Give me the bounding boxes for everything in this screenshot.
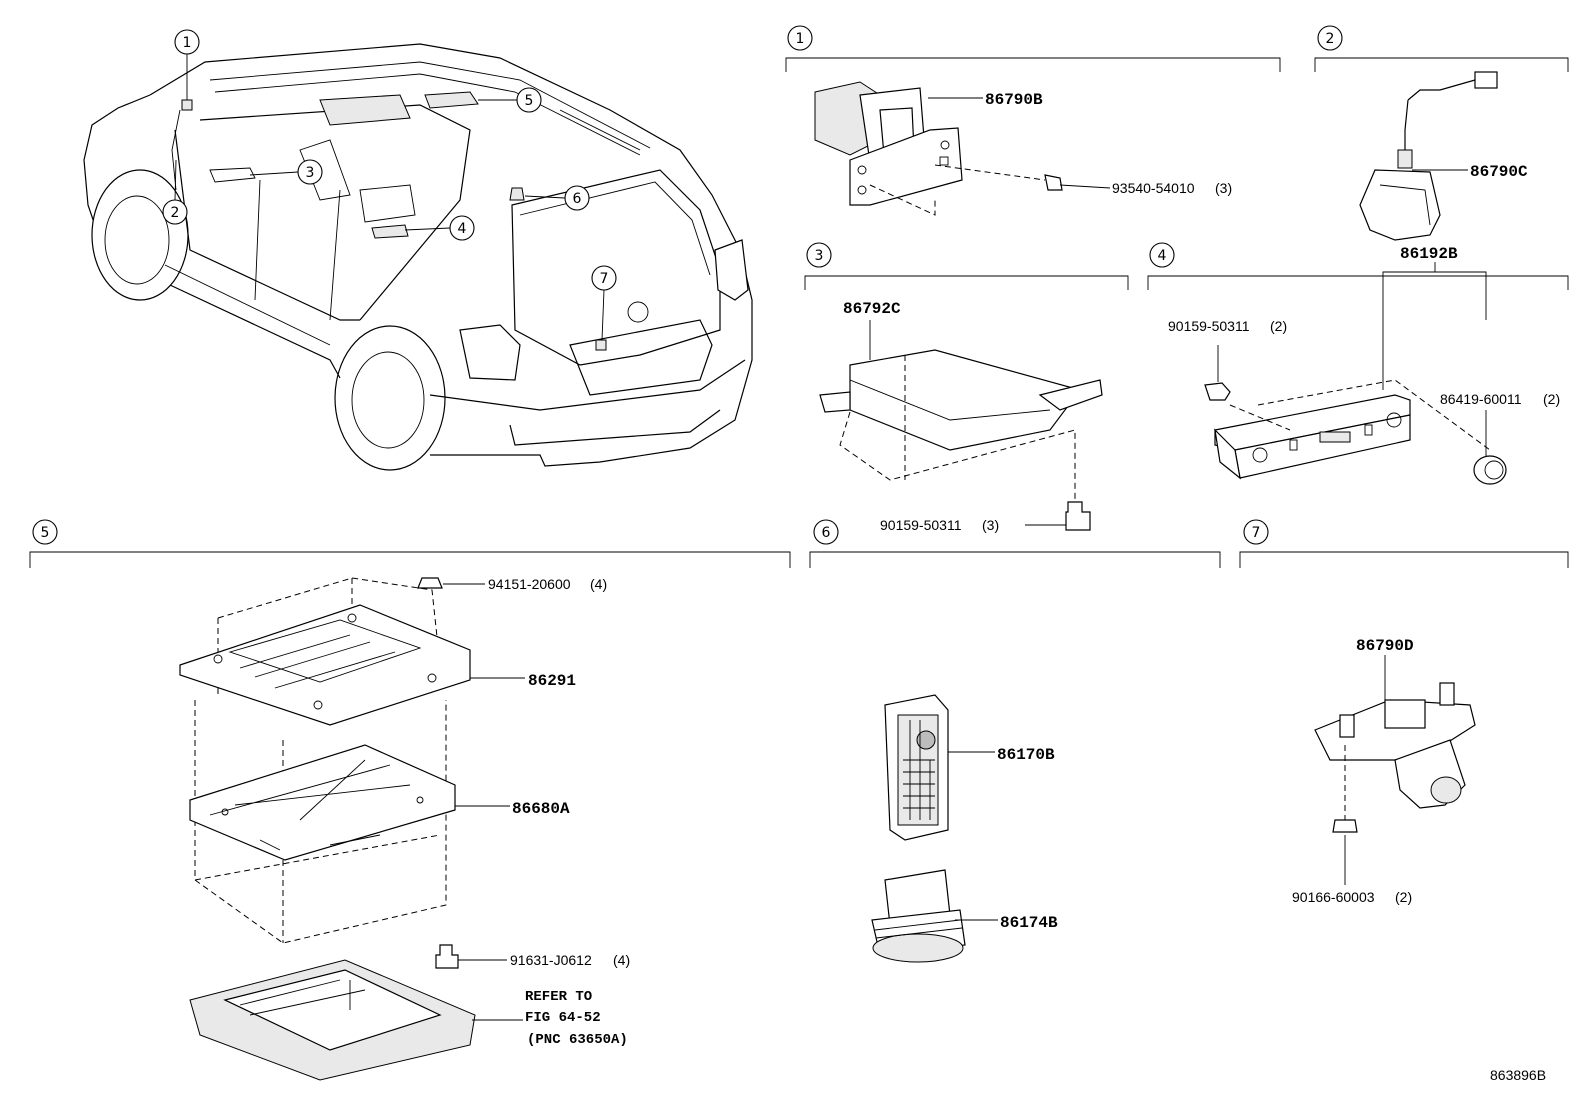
svg-text:91631-J0612: 91631-J0612 — [510, 952, 592, 968]
section-1-number: 1 — [796, 31, 805, 47]
section-3-marker — [806, 242, 832, 268]
part-91631-j0612[interactable]: 91631-J0612 (4) — [435, 944, 630, 969]
section-2: 2 86790C — [1314, 25, 1569, 241]
section-5-bracket — [29, 551, 791, 568]
svg-text:FIG 64-52: FIG 64-52 — [525, 1010, 601, 1026]
svg-text:86680A: 86680A — [512, 800, 570, 818]
part-86170b[interactable]: 86170B — [948, 746, 1055, 764]
svg-text:(3): (3) — [1215, 180, 1232, 196]
overview-callout-1[interactable]: 1 — [174, 29, 200, 100]
part-86174b[interactable]: 86174B — [955, 914, 1058, 932]
part-94151-20600[interactable]: 94151-20600 (4) — [417, 576, 607, 592]
section-7-number: 7 — [1252, 525, 1261, 541]
svg-text:1: 1 — [183, 35, 192, 51]
overview-callout-3[interactable]: 3 — [249, 159, 323, 185]
svg-text:7: 7 — [600, 271, 609, 287]
switch-86192b-drawing — [1214, 379, 1491, 480]
svg-text:93540-54010: 93540-54010 — [1112, 180, 1195, 196]
part-86790c[interactable]: 86790C — [1412, 163, 1528, 181]
tray-86680a-drawing — [189, 744, 456, 861]
part-86680a[interactable]: 86680A — [455, 800, 570, 818]
part-86192b[interactable]: 86192B — [1382, 245, 1487, 390]
vehicle-overview: 1 2 3 4 5 6 7 — [83, 29, 753, 471]
console-housing-drawing — [189, 959, 476, 1081]
section-5-marker — [32, 519, 58, 545]
part-86790b[interactable]: 86790B — [928, 91, 1043, 109]
svg-text:86790C: 86790C — [1470, 163, 1528, 181]
svg-text:(2): (2) — [1395, 889, 1412, 905]
svg-text:90166-60003: 90166-60003 — [1292, 889, 1375, 905]
overview-callout-4[interactable]: 4 — [404, 215, 475, 241]
overview-callout-5[interactable]: 5 — [478, 87, 542, 113]
svg-text:(2): (2) — [1270, 318, 1287, 334]
section-1-marker — [787, 25, 813, 51]
section-4-bracket — [1147, 275, 1569, 290]
overview-callout-7[interactable]: 7 — [591, 265, 617, 341]
section-6-marker — [813, 519, 839, 545]
svg-text:(PNC 63650A): (PNC 63650A) — [527, 1032, 628, 1048]
svg-text:5: 5 — [525, 93, 534, 109]
part-86291[interactable]: 86291 — [470, 672, 576, 690]
svg-text:(3): (3) — [982, 517, 999, 533]
figure-code: 863896B — [1490, 1067, 1546, 1083]
section-3: 3 86792C 90159-50311 (3) — [804, 242, 1129, 533]
section-4-number: 4 — [1158, 248, 1167, 264]
section-7: 7 86790D 90166-60003 (2) — [1239, 519, 1569, 905]
section-6-number: 6 — [822, 525, 831, 541]
camera-86790d-drawing — [1314, 682, 1476, 820]
section-1: 1 86790B 93540-54010 (3) — [785, 25, 1281, 216]
section-5: 5 94151-20600 (4) 86291 — [29, 519, 791, 1081]
svg-text:86790B: 86790B — [985, 91, 1043, 109]
section-2-number: 2 — [1326, 31, 1335, 47]
part-90166-60003[interactable]: 90166-60003 (2) — [1292, 819, 1412, 905]
svg-text:6: 6 — [573, 191, 582, 207]
part-90159-50311-section3[interactable]: 90159-50311 (3) — [880, 501, 1091, 533]
camera-86790c-drawing — [1359, 71, 1498, 241]
svg-text:4: 4 — [458, 221, 467, 237]
svg-text:86170B: 86170B — [997, 746, 1055, 764]
section-6: 6 86170B 86174B — [809, 519, 1221, 963]
section-4-marker — [1149, 242, 1175, 268]
part-86792c[interactable]: 86792C — [843, 300, 901, 360]
section-1-bracket — [785, 57, 1281, 72]
section-3-bracket — [804, 275, 1129, 290]
svg-text:86291: 86291 — [528, 672, 576, 690]
section-6-bracket — [809, 551, 1221, 568]
svg-text:90159-50311: 90159-50311 — [1168, 318, 1250, 334]
section-2-marker — [1317, 25, 1343, 51]
svg-text:(4): (4) — [590, 576, 607, 592]
section-3-number: 3 — [815, 248, 824, 264]
overview-callout-2[interactable]: 2 — [162, 159, 188, 225]
section-7-bracket — [1239, 551, 1569, 568]
svg-text:REFER TO: REFER TO — [525, 989, 592, 1005]
svg-text:90159-50311: 90159-50311 — [880, 517, 962, 533]
svg-text:86174B: 86174B — [1000, 914, 1058, 932]
svg-text:86192B: 86192B — [1400, 245, 1458, 263]
svg-text:86790D: 86790D — [1356, 637, 1414, 655]
ecu-86792c-drawing — [819, 349, 1103, 500]
svg-text:86419-60011: 86419-60011 — [1440, 391, 1522, 407]
section-4: 4 90159-50311 (2) 86192B — [1147, 242, 1569, 485]
svg-text:(4): (4) — [613, 952, 630, 968]
svg-text:86792C: 86792C — [843, 300, 901, 318]
part-86419-60011[interactable]: 86419-60011 (2) — [1440, 391, 1560, 485]
bracket-86291-drawing — [179, 604, 471, 726]
remote-control-drawing — [884, 694, 949, 841]
svg-text:2: 2 — [171, 205, 180, 221]
section-2-bracket — [1314, 57, 1569, 72]
svg-text:94151-20600: 94151-20600 — [488, 576, 571, 592]
section-5-number: 5 — [41, 525, 50, 541]
part-86790d[interactable]: 86790D — [1356, 637, 1414, 700]
svg-text:(2): (2) — [1543, 391, 1560, 407]
camera-86790b-drawing — [814, 81, 1046, 216]
overview-callout-6[interactable]: 6 — [524, 185, 590, 211]
section-7-marker — [1243, 519, 1269, 545]
part-93540-54010[interactable]: 93540-54010 (3) — [1044, 174, 1232, 196]
part-90159-50311-section4[interactable]: 90159-50311 (2) — [1168, 318, 1287, 401]
holder-drawing — [871, 869, 966, 963]
svg-text:3: 3 — [306, 165, 315, 181]
reference-fig-64-52[interactable]: REFER TO FIG 64-52 (PNC 63650A) — [472, 989, 628, 1048]
